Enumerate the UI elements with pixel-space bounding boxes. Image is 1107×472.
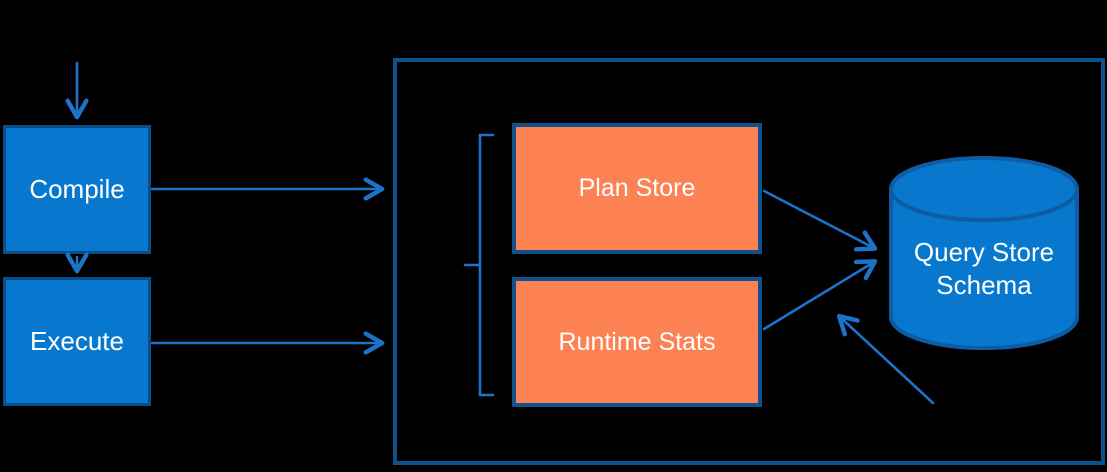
query-store-container-box [393,58,1105,465]
execute-node-label: Execute [30,326,124,356]
runtime-stats-node: Runtime Stats [512,277,762,407]
runtime-stats-node-label: Runtime Stats [558,327,716,356]
plan-store-node-label: Plan Store [578,174,696,202]
execute-node: Execute [3,277,151,406]
compile-node-label: Compile [29,174,125,204]
compile-node: Compile [3,125,151,254]
plan-store-node: Plan Store [512,123,762,254]
query-store-schema-label: Query Store Schema [913,237,1055,300]
